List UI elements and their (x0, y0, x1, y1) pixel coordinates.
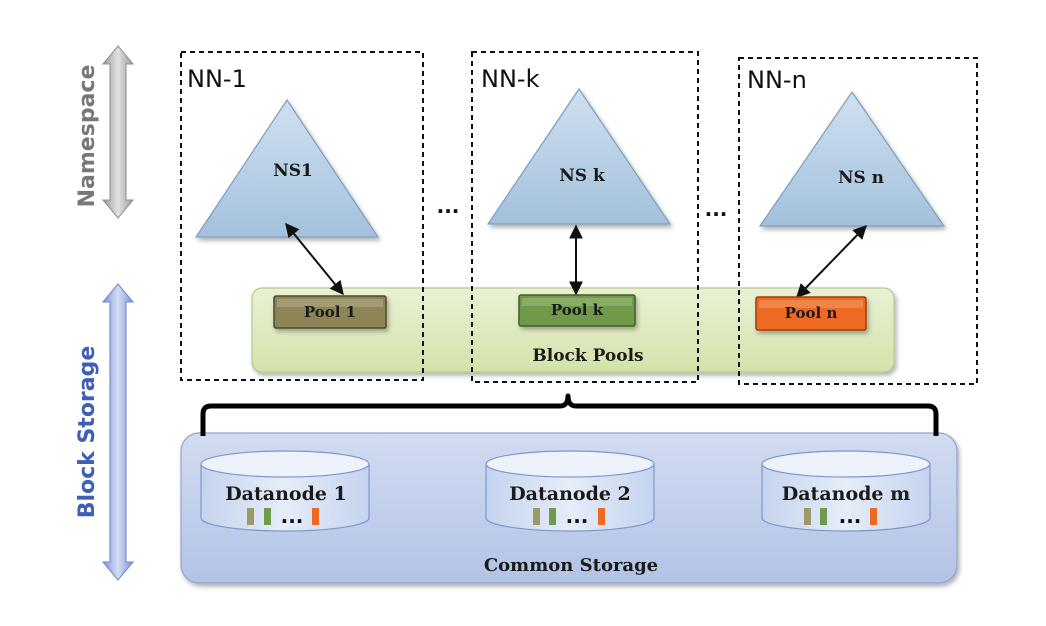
namenode-k-box (471, 51, 699, 383)
pool-k: Pool k (518, 294, 636, 327)
block-pools-label: Block Pools (532, 346, 643, 366)
datanode-m: Datanode m ... (761, 450, 931, 532)
namespace-k-triangle (486, 87, 672, 225)
namespace-k-label: NS k (559, 166, 606, 186)
block-storage-double-arrow-icon (101, 283, 135, 581)
namespace-double-arrow-icon (101, 45, 135, 219)
namespace-n-label: NS n (838, 168, 884, 188)
datanode-1-label: Datanode 1 (225, 483, 347, 505)
namenode-1-label: NN-1 (187, 65, 247, 93)
namenode-k-label: NN-k (481, 65, 540, 93)
datanode-1: Datanode 1 ... (200, 450, 370, 532)
datanode-2-block-orange (598, 508, 605, 525)
ns1-pool1-arrow (285, 222, 344, 296)
datanode-m-blocks-ellipsis: ... (839, 504, 862, 528)
namespace-1-label: NS1 (273, 161, 313, 181)
pool-1-label: Pool 1 (304, 303, 356, 321)
block-storage-axis: Block Storage (75, 283, 135, 581)
namespace-axis: Namespace (75, 45, 135, 219)
datanode-m-block-orange (870, 508, 877, 525)
datanode-m-block-green (820, 508, 827, 525)
datanode-1-blocks-ellipsis: ... (281, 504, 304, 528)
separator-ellipsis-left: ... (437, 194, 460, 218)
pool-n-label: Pool n (785, 304, 838, 322)
datanode-2-blocks-ellipsis: ... (566, 504, 589, 528)
namenode-n-label: NN-n (747, 66, 807, 94)
namespace-n-triangle (758, 90, 946, 227)
nsn-pooln-arrow (796, 224, 867, 299)
namenode-n-box (738, 57, 978, 385)
block-storage-label: Block Storage (75, 346, 100, 519)
datanode-m-label: Datanode m (782, 483, 910, 505)
datanode-2-block-green (549, 508, 556, 525)
namenode-1-box (180, 51, 424, 381)
namespace-label: Namespace (75, 65, 100, 208)
separator-ellipsis-right: ... (705, 197, 728, 221)
pool-k-label: Pool k (551, 301, 604, 319)
datanode-m-block-olive (804, 508, 811, 525)
block-pools-band: Block Pools (251, 287, 895, 373)
datanode-1-block-green (264, 508, 271, 525)
block-pools-brace (200, 393, 939, 436)
pool-1: Pool 1 (273, 295, 387, 329)
datanode-2-label: Datanode 2 (509, 483, 631, 505)
datanode-1-block-olive (247, 508, 254, 525)
common-storage-label: Common Storage (484, 555, 658, 576)
pool-n: Pool n (755, 296, 867, 331)
datanode-2: Datanode 2 ... (485, 450, 655, 532)
datanode-1-block-orange (312, 508, 319, 525)
datanode-2-block-olive (533, 508, 540, 525)
